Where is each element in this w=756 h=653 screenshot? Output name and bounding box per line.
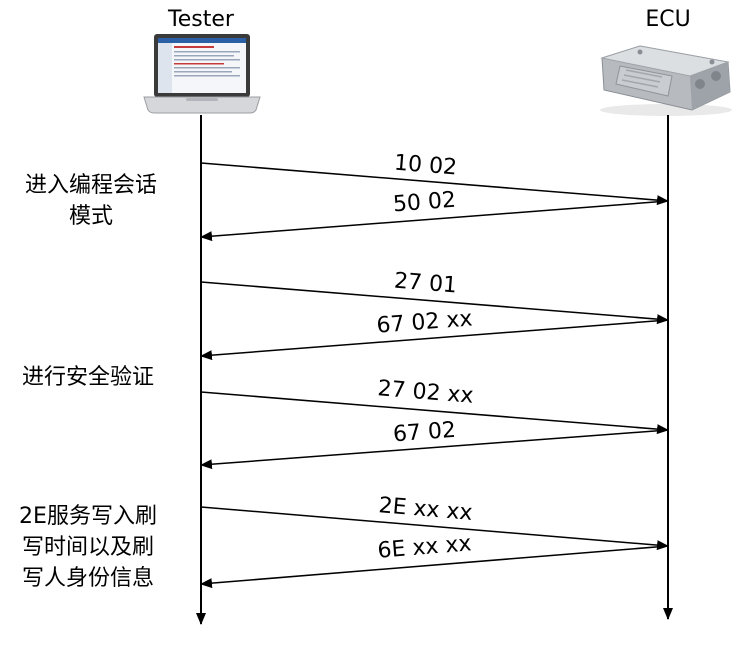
step-label-line: 进入编程会话 [24,173,157,198]
msg-arrow-2e [200,506,669,551]
step-label-line: 写人身份信息 [21,566,154,591]
msg-arrow-67-02-xx [200,319,669,361]
msg-arrow-10-02 [200,162,669,206]
step-label-line: 模式 [68,204,113,229]
msg-label: 67 02 [392,418,457,448]
msg-arrow-50-02 [200,200,669,242]
step-label-security-access: 进行安全验证 [2,362,174,393]
msg-label: 10 02 [393,151,458,181]
tester-title: Tester [167,7,235,32]
msg-label: 67 02 xx [376,306,474,338]
msg-arrow-27-02-xx [200,391,669,435]
step-label-line: 写时间以及刷 [21,535,154,560]
msg-label: 27 01 [393,269,458,299]
msg-label: 6E xx xx [377,531,473,563]
step-label-line: 2E服务写入刷 [19,504,157,529]
ecu-title: ECU [645,7,690,32]
laptop-icon [143,34,261,114]
ecu-module-icon [600,45,732,116]
step-label-programming-session: 进入编程会话 模式 [8,170,174,232]
msg-arrow-27-01 [200,281,669,325]
msg-arrow-67-02 [200,429,669,470]
msg-label: 27 02 xx [377,376,475,409]
msg-label: 50 02 [392,188,457,218]
step-label-write-data: 2E服务写入刷 写时间以及刷 写人身份信息 [0,501,176,594]
msg-label: 2E xx xx [378,493,474,526]
msg-arrow-6e [200,545,669,589]
step-label-line: 进行安全验证 [21,365,154,390]
